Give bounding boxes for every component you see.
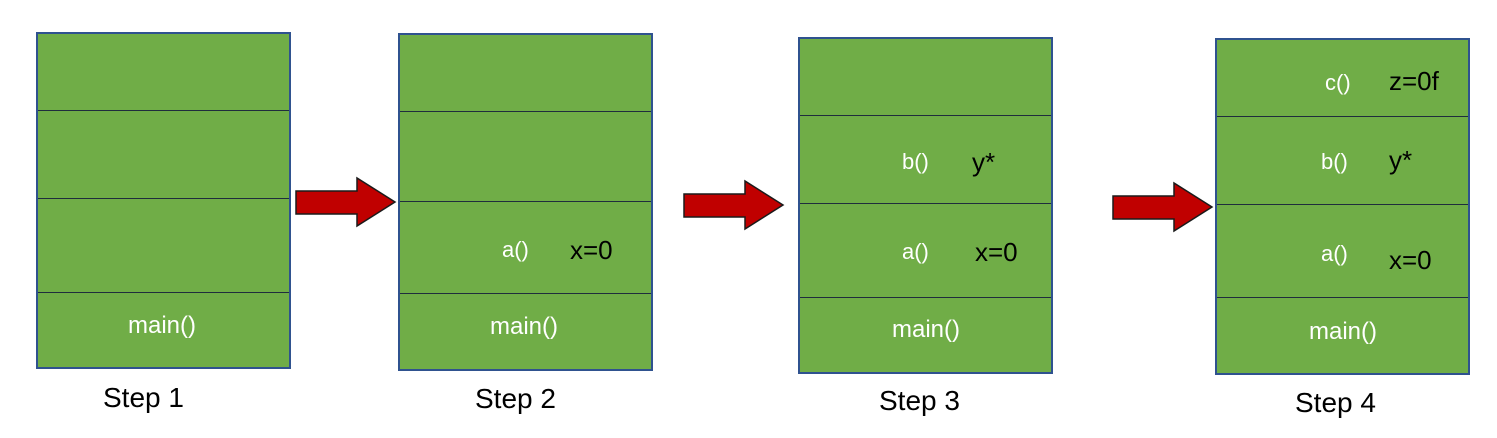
stack-step-4: c() z=0f b() y* a() x=0 main() <box>1215 38 1470 375</box>
step-label: Step 2 <box>475 383 556 414</box>
frame-divider <box>38 198 289 199</box>
frame-variable-x: x=0 <box>570 235 613 265</box>
frame-divider <box>38 292 289 293</box>
frame-variable-x: x=0 <box>1389 245 1432 275</box>
frame-variable-y: y* <box>972 147 996 177</box>
step-label: Step 3 <box>879 385 960 416</box>
frame-function-c: c() <box>1325 70 1351 95</box>
frame-function-b: b() <box>902 149 929 174</box>
frame-function-b: b() <box>1321 149 1348 174</box>
frame-variable-z: z=0f <box>1389 66 1439 96</box>
frame-function-a: a() <box>502 237 529 262</box>
frame-divider <box>1217 204 1468 205</box>
frame-function-main: main() <box>128 312 197 339</box>
frame-variable-y: y* <box>1389 145 1413 175</box>
stack-step-3: b() y* a() x=0 main() <box>798 37 1053 374</box>
frame-divider <box>800 297 1051 298</box>
arrow-right-icon <box>1112 181 1214 233</box>
frame-divider <box>400 201 651 202</box>
frame-function-main: main() <box>1309 318 1378 345</box>
step-label: Step 4 <box>1295 387 1376 418</box>
frame-variable-x: x=0 <box>975 237 1018 267</box>
frame-divider <box>38 110 289 111</box>
frame-function-main: main() <box>490 313 559 340</box>
step-label: Step 1 <box>103 382 184 413</box>
arrow-right-icon <box>683 179 785 231</box>
arrow-right-icon <box>295 176 397 228</box>
frame-divider <box>400 111 651 112</box>
frame-divider <box>1217 297 1468 298</box>
stack-step-2: a() x=0 main() <box>398 33 653 371</box>
frame-divider <box>800 203 1051 204</box>
frame-divider <box>800 115 1051 116</box>
frame-function-a: a() <box>902 239 929 264</box>
frame-divider <box>400 293 651 294</box>
stack-step-1: main() <box>36 32 291 369</box>
frame-function-main: main() <box>892 316 961 343</box>
frame-function-a: a() <box>1321 241 1348 266</box>
frame-divider <box>1217 116 1468 117</box>
